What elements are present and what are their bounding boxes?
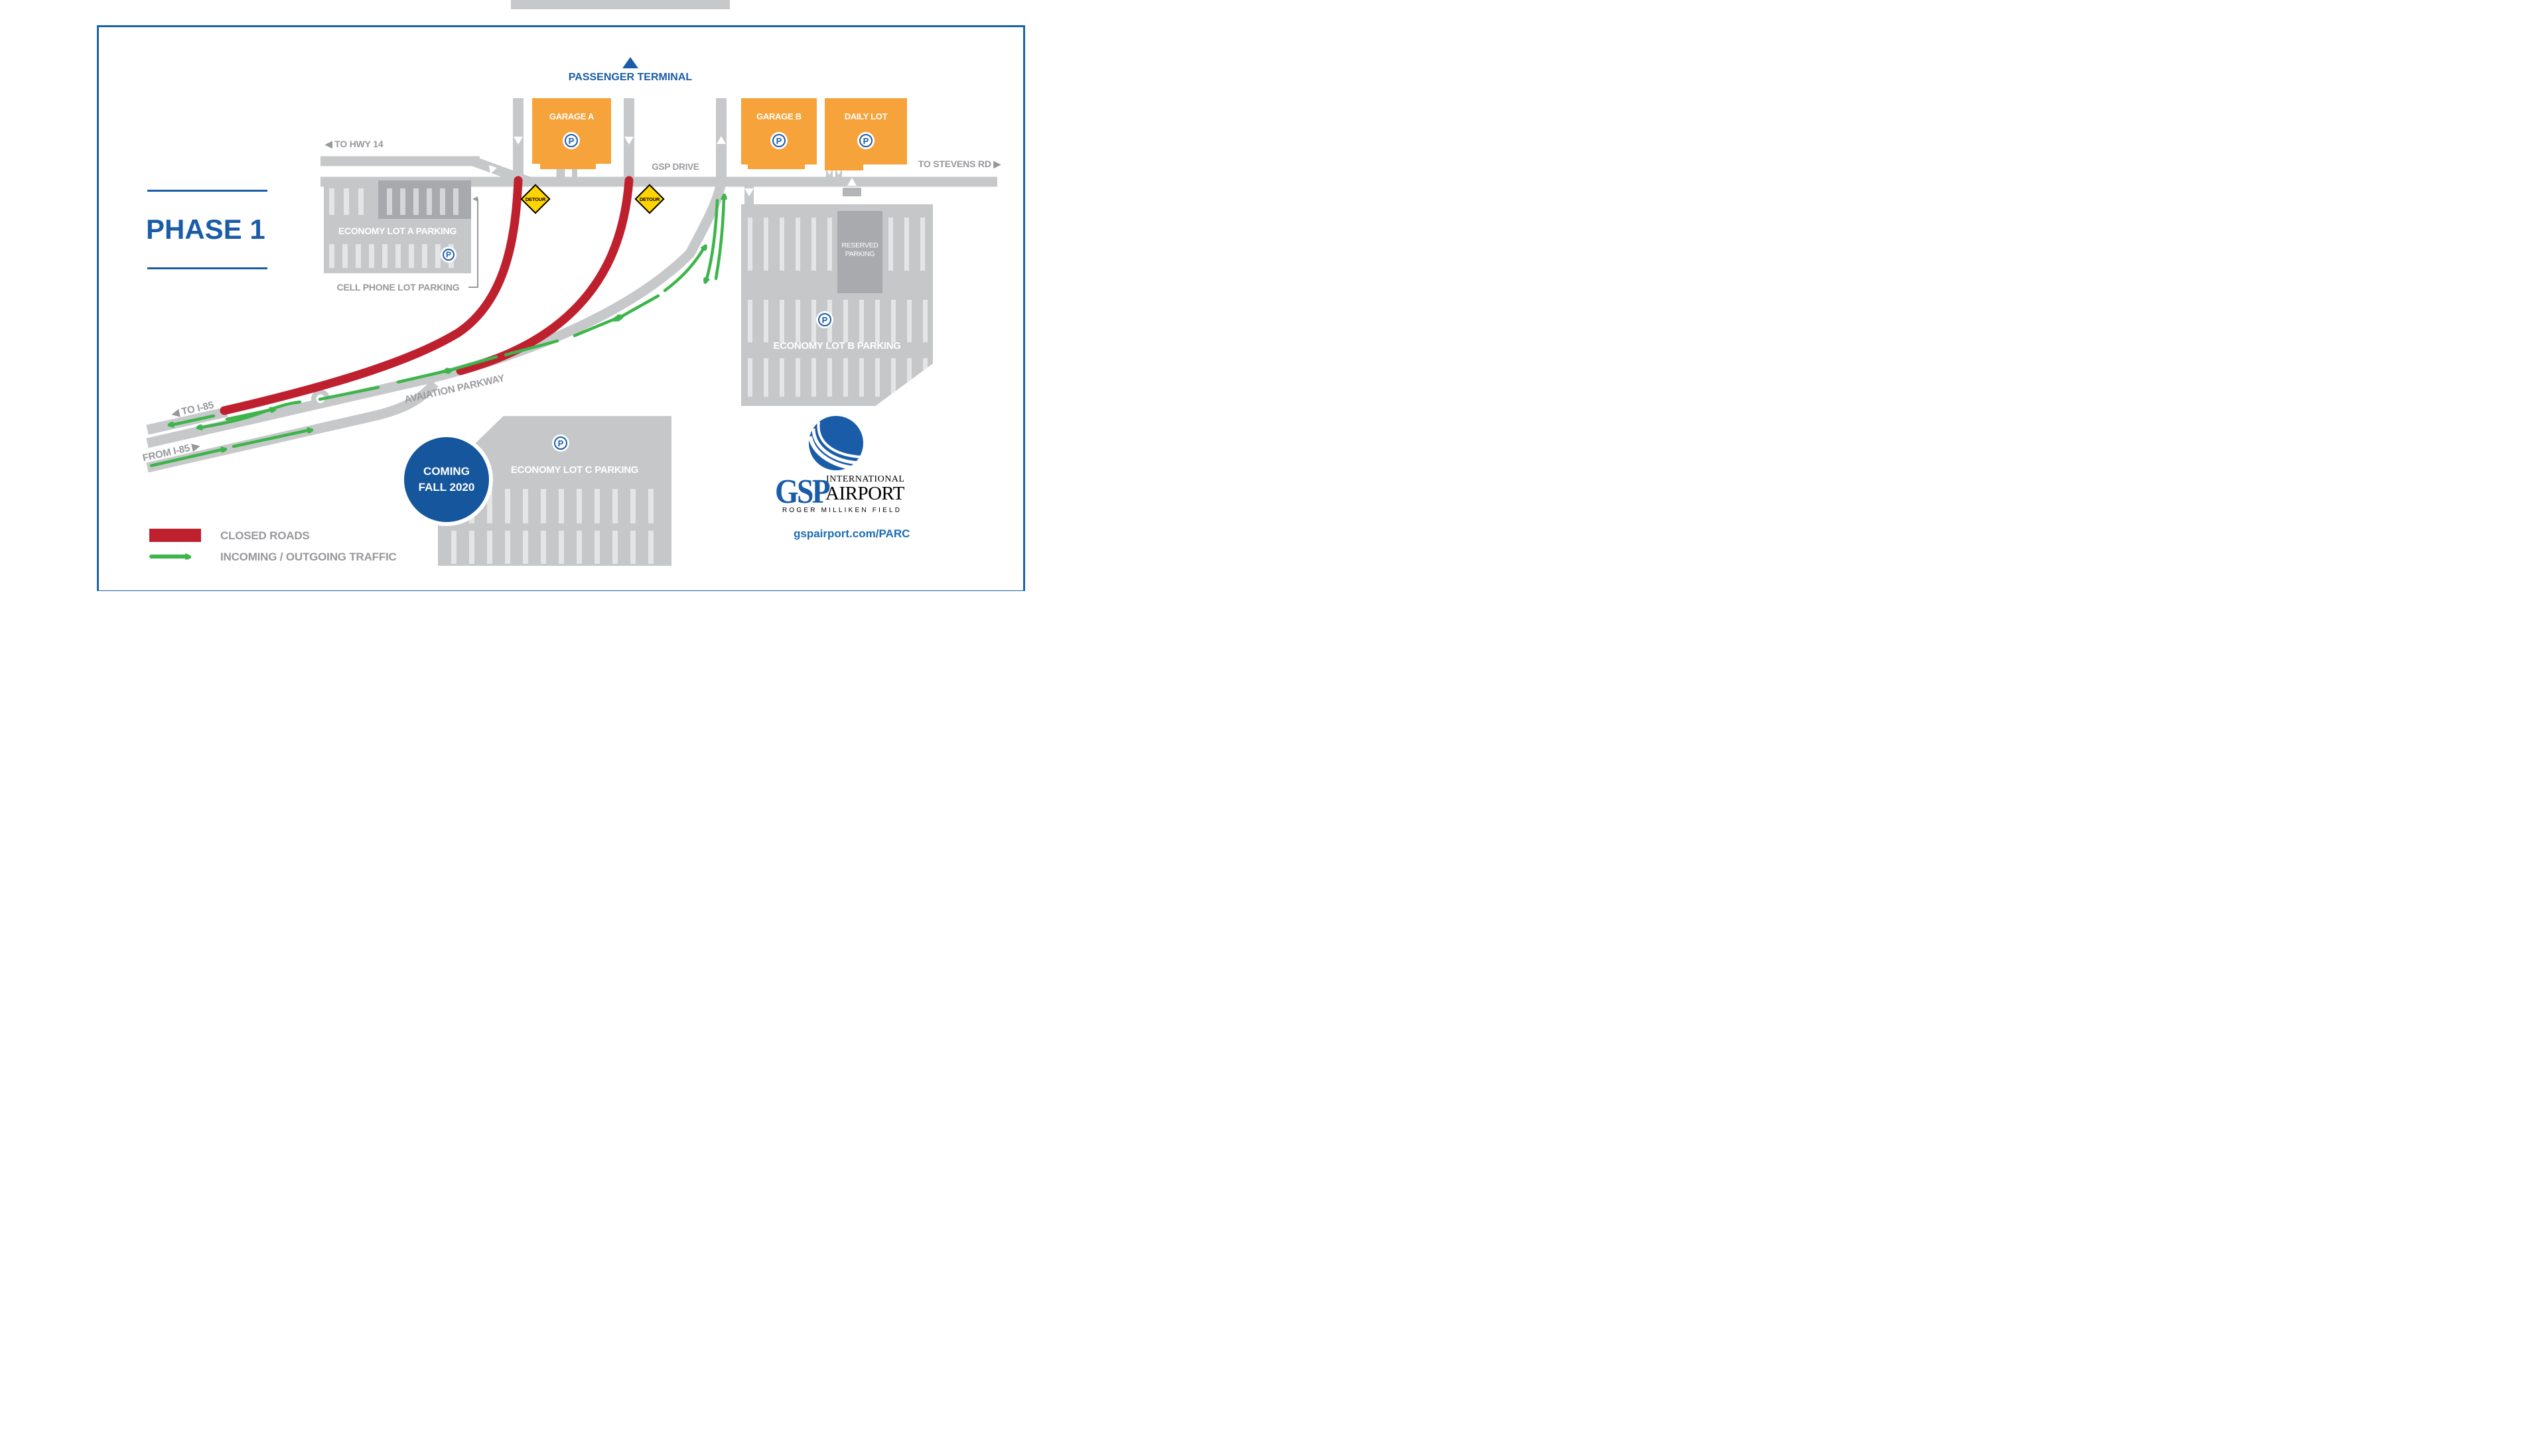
daily-lot: DAILY LOT: [825, 98, 907, 165]
economy-lot-c-parking-icon: P: [552, 434, 569, 452]
economy-lot-b-label: ECONOMY LOT B PARKING: [773, 340, 901, 352]
legend-closed-roads-swatch: [149, 529, 201, 542]
garage-a-base: [540, 164, 596, 169]
cell-phone-lot-callout-line: [468, 196, 478, 288]
cell-phone-lot-label: CELL PHONE LOT PARKING: [336, 282, 460, 293]
economy-lot-a: ECONOMY LOT A PARKING P: [324, 180, 471, 273]
daily-lot-parking-icon: P: [857, 132, 875, 149]
terminal-triangle-icon: [622, 57, 638, 68]
garage-a-label: GARAGE A: [549, 111, 595, 121]
economy-lot-a-parking-icon: P: [441, 247, 456, 263]
economy-lot-b-parking-icon: P: [816, 311, 833, 328]
garage-b: GARAGE B: [741, 98, 817, 165]
passenger-terminal-label: PASSENGER TERMINAL: [568, 72, 693, 83]
phase-rule-bottom: [147, 267, 267, 269]
gsp-logo: GSP INTERNATIONAL AIRPORT ROGER MILLIKEN…: [763, 411, 936, 544]
gsp-globe-icon: [808, 416, 863, 470]
economy-lot-a-label: ECONOMY LOT A PARKING: [338, 226, 457, 236]
toll-booth-block: [843, 188, 861, 196]
coming-fall-2020-badge: COMING FALL 2020: [400, 433, 493, 526]
terminal-building-strip: [511, 0, 730, 9]
garage-a: GARAGE A: [532, 98, 611, 164]
phase-rule-top: [147, 190, 267, 192]
legend-closed-roads-label: CLOSED ROADS: [220, 529, 310, 542]
closed-roads: [220, 176, 634, 415]
detour-sign-2: DETOUR: [634, 184, 665, 214]
daily-lot-base: [825, 165, 863, 170]
gsp-logo-url: gspairport.com/PARC: [794, 527, 910, 540]
garage-a-parking-icon: P: [563, 132, 580, 149]
garage-b-base: [748, 165, 805, 169]
gsp-logo-gsp: GSP: [775, 473, 831, 511]
legend-incoming-outgoing-label: INCOMING / OUTGOING TRAFFIC: [220, 551, 397, 563]
gsp-drive-label: GSP DRIVE: [652, 162, 699, 172]
phase1-detour-map: PASSENGER TERMINAL GARAGE A P GARAGE B P…: [0, 0, 1026, 591]
garage-b-label: GARAGE B: [756, 111, 802, 121]
detour-sign-1: DETOUR: [520, 184, 551, 214]
to-hwy14-label: ◀ TO HWY 14: [325, 139, 384, 149]
economy-lot-c-label: ECONOMY LOT C PARKING: [510, 464, 639, 476]
phase-title: PHASE 1: [146, 214, 265, 245]
gsp-logo-airport: AIRPORT: [825, 483, 904, 504]
garage-b-parking-icon: P: [770, 132, 788, 149]
map-frame: [97, 25, 1025, 591]
gsp-logo-international: INTERNATIONAL: [826, 474, 905, 484]
gsp-logo-field: ROGER MILLIKEN FIELD: [782, 507, 902, 514]
daily-lot-label: DAILY LOT: [844, 111, 888, 121]
traffic-arrows: [149, 196, 724, 557]
to-stevens-rd-label: TO STEVENS RD ▶: [918, 159, 1001, 169]
